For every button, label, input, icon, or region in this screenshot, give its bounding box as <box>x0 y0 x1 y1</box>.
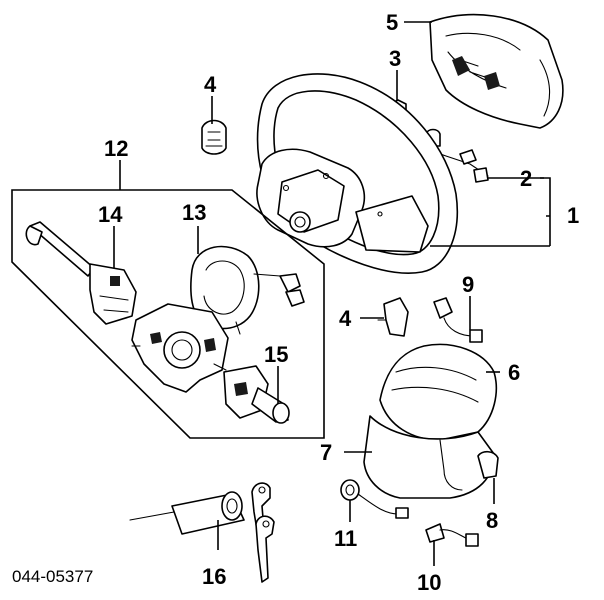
document-number: 044-05377 <box>12 567 93 586</box>
callout-2: 2 <box>520 166 532 191</box>
callout-3: 3 <box>389 46 401 71</box>
callout-15: 15 <box>264 342 288 367</box>
callout-14: 14 <box>98 202 123 227</box>
harness-connector-part <box>425 523 479 547</box>
callout-6: 6 <box>508 360 520 385</box>
callout-8: 8 <box>486 508 498 533</box>
upper-column-cover-part <box>379 343 498 441</box>
spiral-cable-part <box>190 245 305 335</box>
wiper-switch-part <box>25 221 137 325</box>
callout-11: 11 <box>334 526 357 551</box>
combination-switch-group-outline <box>11 189 325 439</box>
callout-1: 1 <box>567 203 579 228</box>
callout-9: 9 <box>462 272 474 297</box>
combination-switch-body-part <box>131 303 229 393</box>
callout-10: 10 <box>417 570 441 595</box>
light-switch-part <box>223 365 290 424</box>
airbag-pad-part <box>429 13 564 129</box>
cover-bracket-part <box>377 297 409 337</box>
steering-clip-part <box>201 119 227 155</box>
ignition-lock-cylinder-part <box>129 482 275 583</box>
callout-12: 12 <box>104 136 128 161</box>
cover-clip-part <box>477 450 499 479</box>
callout-7: 7 <box>320 440 332 465</box>
callout-4-middle: 4 <box>339 306 352 331</box>
callout-16: 16 <box>202 564 226 589</box>
steering-wheel-part <box>256 73 458 274</box>
callout-13: 13 <box>182 200 206 225</box>
callout-5: 5 <box>386 10 398 35</box>
callout-4-top: 4 <box>204 72 217 97</box>
leader-lines <box>113 21 551 566</box>
sensor-wire-part <box>433 297 483 343</box>
